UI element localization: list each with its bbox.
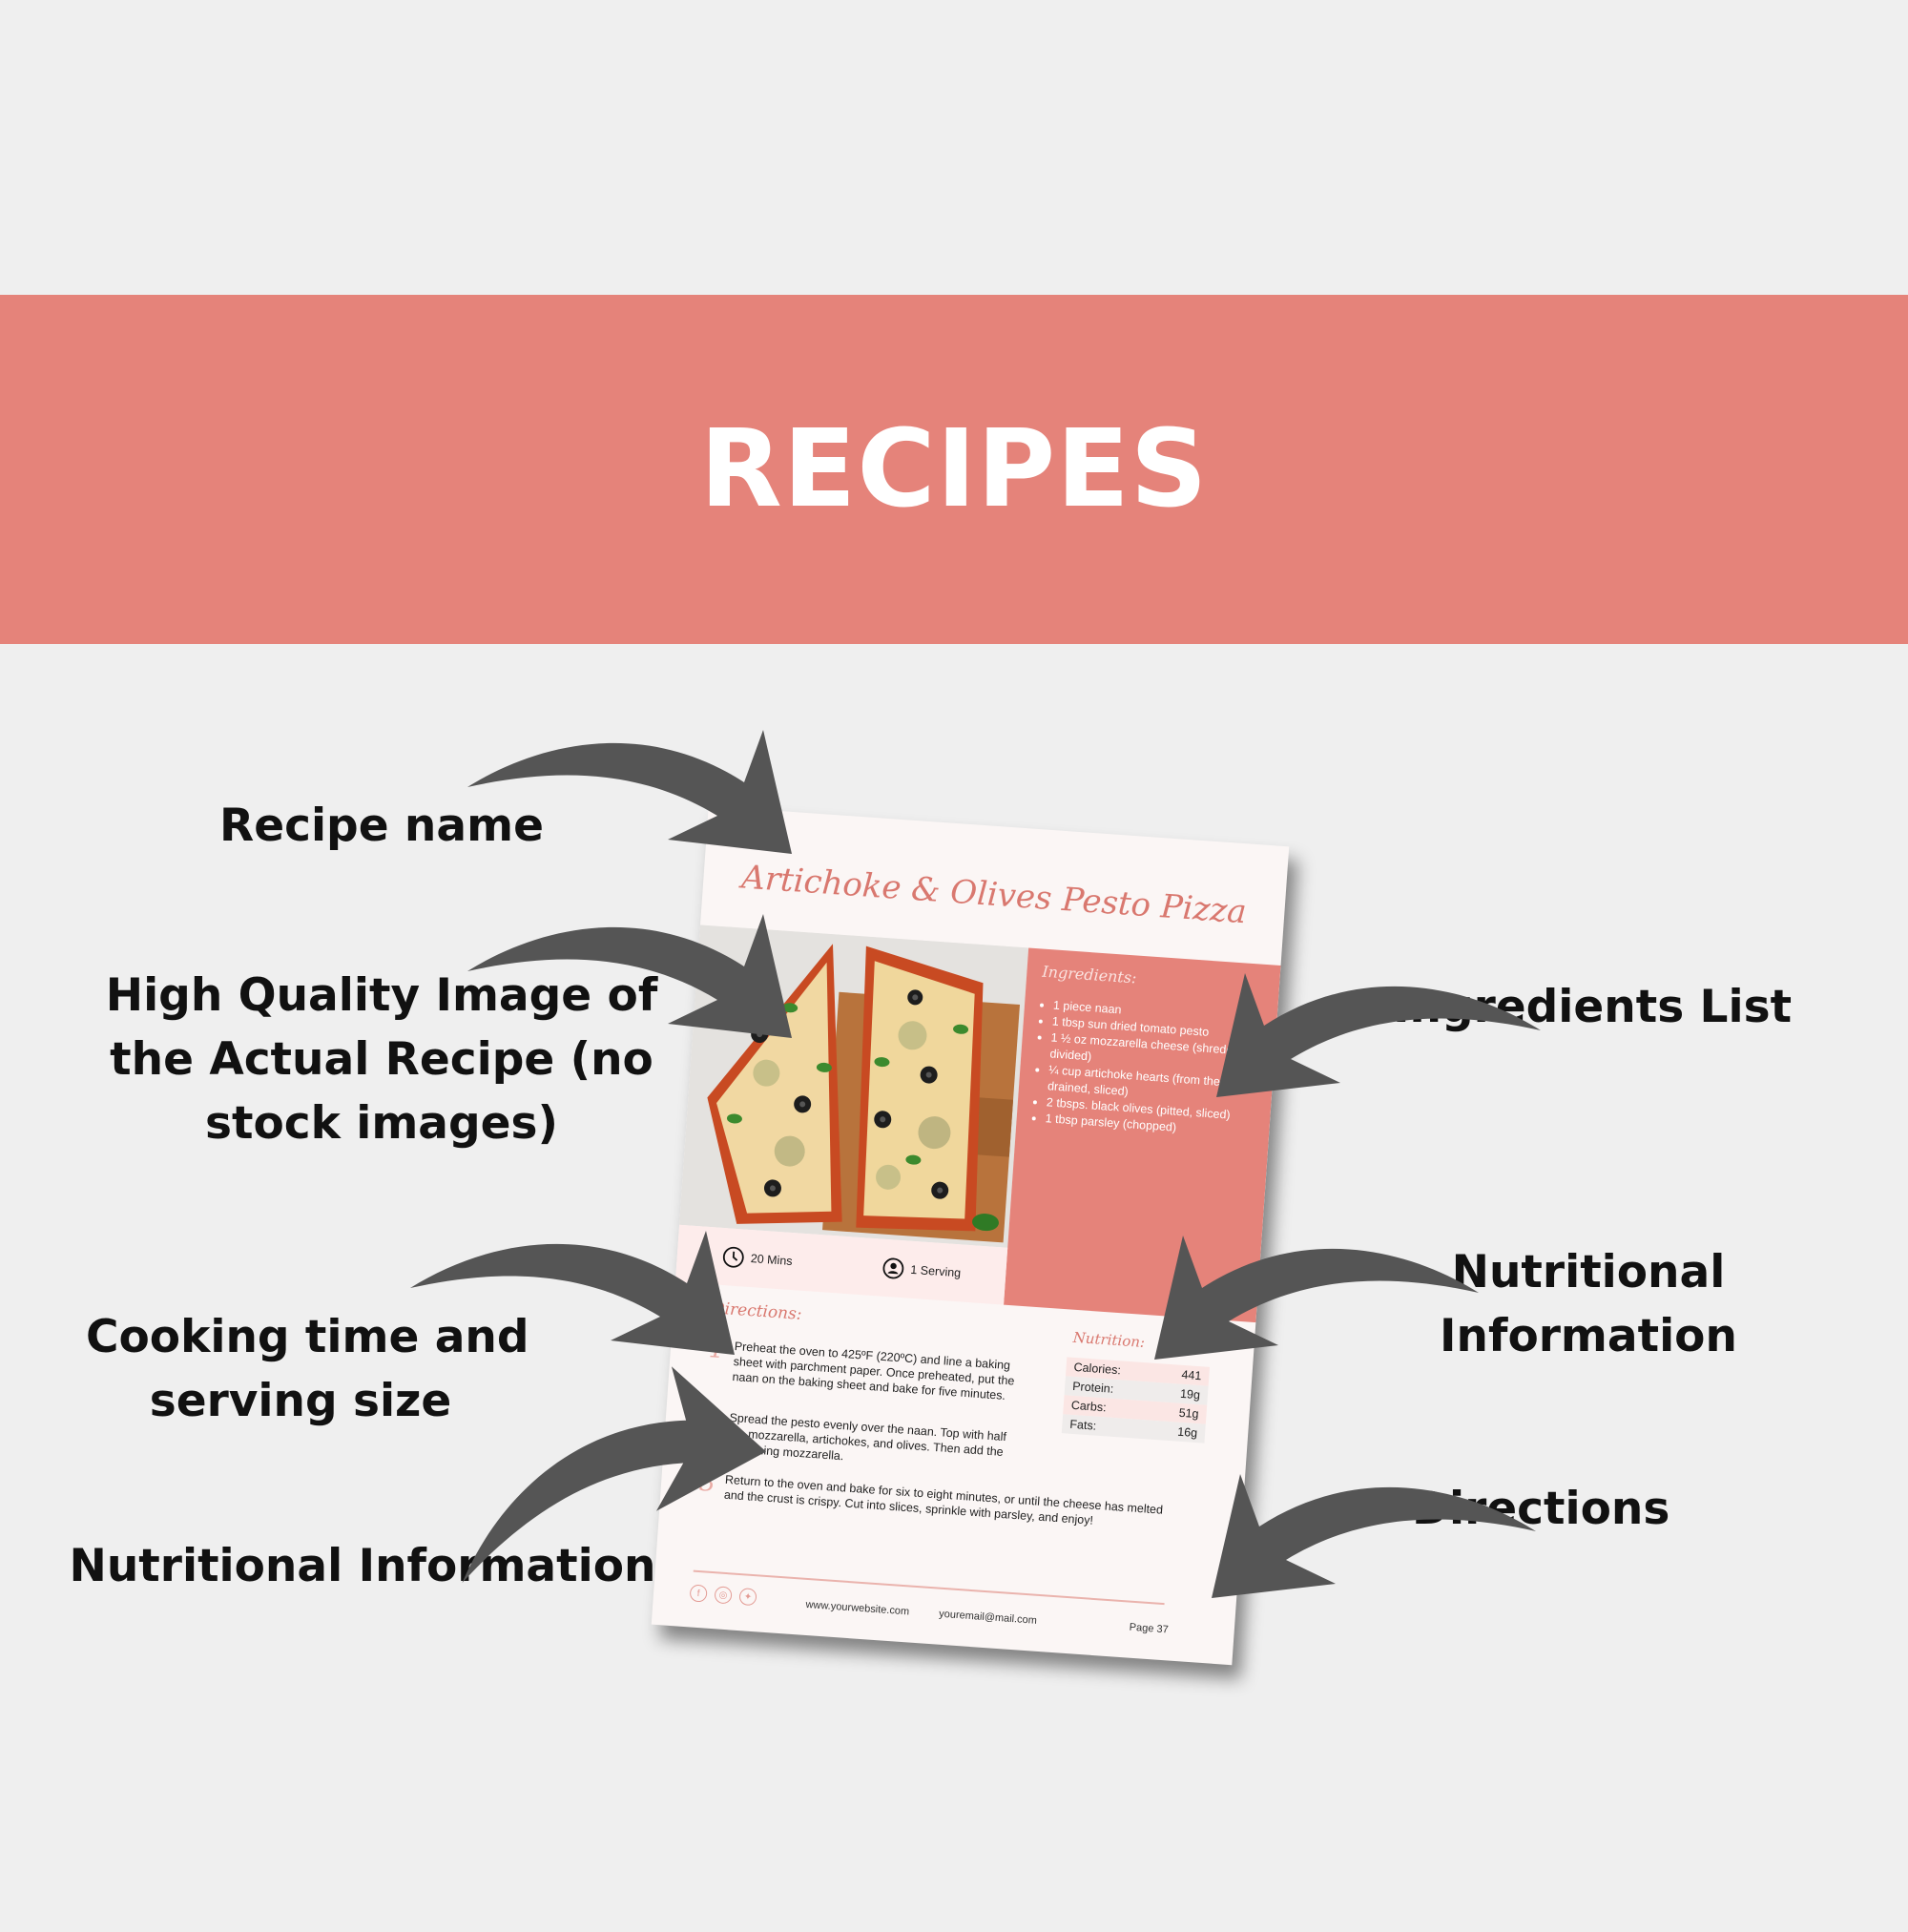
- label-ingredients-text: Ingredients List: [1393, 981, 1793, 1033]
- step-text: Spread the pesto evenly over the naan. T…: [726, 1410, 1007, 1464]
- label-cooking-line1: Cooking time and: [86, 1311, 529, 1363]
- nutrition-heading: Nutrition:: [1072, 1328, 1146, 1352]
- nutrition-table: Calories: 441 Protein: 19g Carbs: 51g Fa…: [1061, 1357, 1210, 1444]
- recipe-photo: [679, 924, 1029, 1248]
- label-directions-text: Directions: [1412, 1483, 1670, 1535]
- serving-size-text: 1 Serving: [909, 1262, 962, 1280]
- step-number: 3: [698, 1467, 716, 1498]
- nutrition-value: 441: [1181, 1367, 1202, 1383]
- step-number: 2: [702, 1406, 721, 1437]
- nutrition-label: Carbs:: [1070, 1398, 1108, 1415]
- label-nutrition-left-text: Nutritional Information: [69, 1540, 656, 1592]
- pizza-illustration: [679, 924, 1029, 1248]
- label-cooking-line2: serving size: [149, 1375, 452, 1427]
- instagram-icon[interactable]: ◎: [714, 1586, 733, 1605]
- direction-step: 1 Preheat the oven to 425ºF (220ºC) and …: [707, 1335, 1025, 1404]
- label-image-line3: stock images): [205, 1097, 558, 1150]
- footer-website[interactable]: www.yourwebsite.com: [805, 1598, 910, 1618]
- nutrition-label: Calories:: [1073, 1360, 1122, 1378]
- label-nutrition-right-line1: Nutritional: [1451, 1246, 1726, 1298]
- direction-step: 2 Spread the pesto evenly over the naan.…: [701, 1406, 1019, 1476]
- step-text: Preheat the oven to 425ºF (220ºC) and li…: [732, 1340, 1015, 1402]
- label-image: High Quality Image of the Actual Recipe …: [95, 964, 668, 1155]
- direction-step: 3 Return to the oven and bake for six to…: [698, 1467, 1176, 1534]
- nutrition-label: Fats:: [1068, 1417, 1097, 1433]
- social-icons: f ◎ ✦: [689, 1584, 757, 1607]
- label-ingredients: Ingredients List: [1393, 975, 1792, 1039]
- footer-email[interactable]: youremail@mail.com: [938, 1608, 1038, 1627]
- directions-heading: Directions:: [711, 1298, 803, 1324]
- twitter-icon[interactable]: ✦: [738, 1588, 757, 1607]
- label-recipe-name-text: Recipe name: [219, 800, 544, 852]
- clock-icon: [723, 1246, 744, 1268]
- label-nutrition-right: Nutritional Information: [1431, 1240, 1746, 1368]
- user-icon: [882, 1257, 904, 1279]
- ingredients-heading: Ingredients:: [1041, 962, 1138, 987]
- nutrition-value: 51g: [1178, 1405, 1200, 1422]
- label-image-line1: High Quality Image of: [105, 969, 658, 1022]
- nutrition-value: 19g: [1179, 1386, 1201, 1402]
- label-nutrition-left: Nutritional Information: [67, 1534, 658, 1598]
- label-nutrition-right-line2: Information: [1440, 1310, 1737, 1362]
- footer-page-number: Page 37: [1129, 1621, 1170, 1636]
- step-text: Return to the oven and bake for six to e…: [723, 1472, 1164, 1527]
- ingredients-list: 1 piece naan 1 tbsp sun dried tomato pes…: [1029, 996, 1282, 1143]
- facebook-icon[interactable]: f: [689, 1584, 708, 1603]
- serving-size: 1 Serving: [881, 1257, 962, 1285]
- step-number: 1: [707, 1335, 726, 1365]
- label-image-line2: the Actual Recipe (no: [110, 1033, 653, 1086]
- nutrition-label: Protein:: [1071, 1379, 1114, 1396]
- label-recipe-name: Recipe name: [191, 794, 572, 858]
- label-cooking-time: Cooking time and serving size: [86, 1305, 529, 1433]
- ingredients-panel: Ingredients: 1 piece naan 1 tbsp sun dri…: [1004, 947, 1282, 1323]
- label-directions: Directions: [1412, 1477, 1670, 1541]
- recipe-title: Artichoke & Olives Pesto Pizza: [740, 858, 1248, 932]
- cook-time-text: 20 Mins: [750, 1252, 794, 1269]
- cook-time: 20 Mins: [721, 1245, 793, 1273]
- page-title: RECIPES: [699, 407, 1209, 531]
- header-banner: RECIPES: [0, 295, 1908, 644]
- nutrition-value: 16g: [1176, 1424, 1198, 1441]
- recipe-page-mockup: Artichoke & Olives Pesto Pizza: [651, 805, 1290, 1666]
- footer-divider: [693, 1569, 1165, 1606]
